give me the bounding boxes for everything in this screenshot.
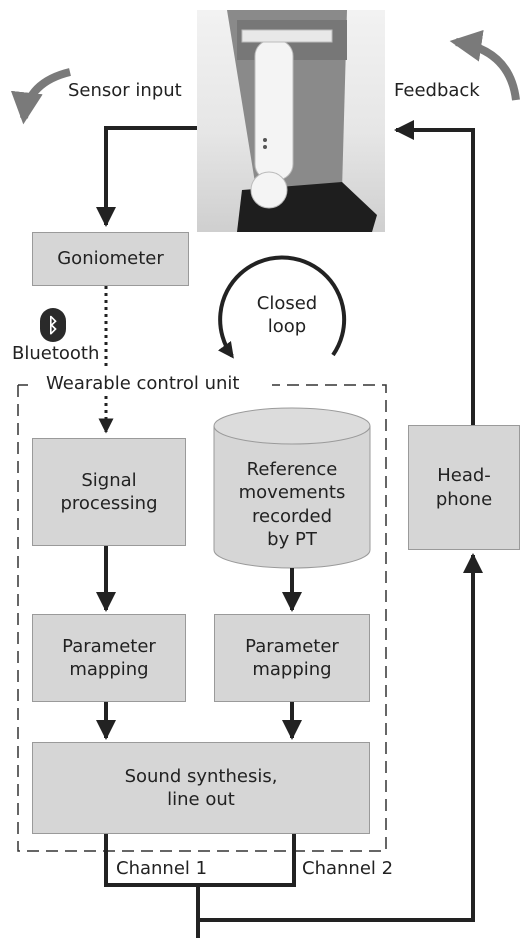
- feedback-label: Feedback: [394, 80, 480, 101]
- closed-loop-label: Closed loop: [256, 293, 318, 338]
- sensor-input-curved-arrow: [10, 68, 72, 125]
- sensor-to-goniometer-arrow: [96, 126, 197, 227]
- headphone-label: Head- phone: [435, 465, 493, 510]
- reference-movements-label: Reference movements recorded by PT: [238, 459, 346, 551]
- parameter-mapping-1-box: Parameter mapping: [32, 614, 186, 702]
- closed-loop-arrow: [218, 255, 347, 359]
- parameter-mapping-2-box: Parameter mapping: [214, 614, 370, 702]
- goniometer-box: Goniometer: [32, 232, 189, 286]
- bluetooth-icon: ᛒ: [40, 308, 66, 342]
- headphone-to-feedback-arrow: [394, 120, 475, 425]
- bluetooth-label: Bluetooth: [12, 343, 100, 364]
- leg-illustration: [227, 10, 377, 232]
- reference-cylinder-top: [213, 407, 371, 445]
- parameter-mapping-1-label: Parameter mapping: [62, 635, 156, 680]
- wearable-control-unit-label: Wearable control unit: [46, 373, 240, 394]
- sound-synthesis-label: Sound synthesis, line out: [124, 765, 278, 810]
- leg-with-goniometer-photo: [197, 10, 385, 232]
- goniometer-label: Goniometer: [57, 248, 164, 270]
- parameter-mapping-2-label: Parameter mapping: [245, 635, 339, 680]
- signal-processing-box: Signal processing: [32, 438, 186, 546]
- headphone-box: Head- phone: [408, 425, 520, 550]
- sensor-input-label: Sensor input: [68, 80, 182, 101]
- wearable-unit-border: [17, 384, 387, 852]
- feedback-curved-arrow: [449, 29, 520, 101]
- sound-synthesis-box: Sound synthesis, line out: [32, 742, 370, 834]
- channel-2-label: Channel 2: [302, 858, 394, 879]
- signal-processing-label: Signal processing: [60, 469, 158, 514]
- channel-1-label: Channel 1: [116, 858, 208, 879]
- output-to-headphone-arrow: [198, 553, 483, 922]
